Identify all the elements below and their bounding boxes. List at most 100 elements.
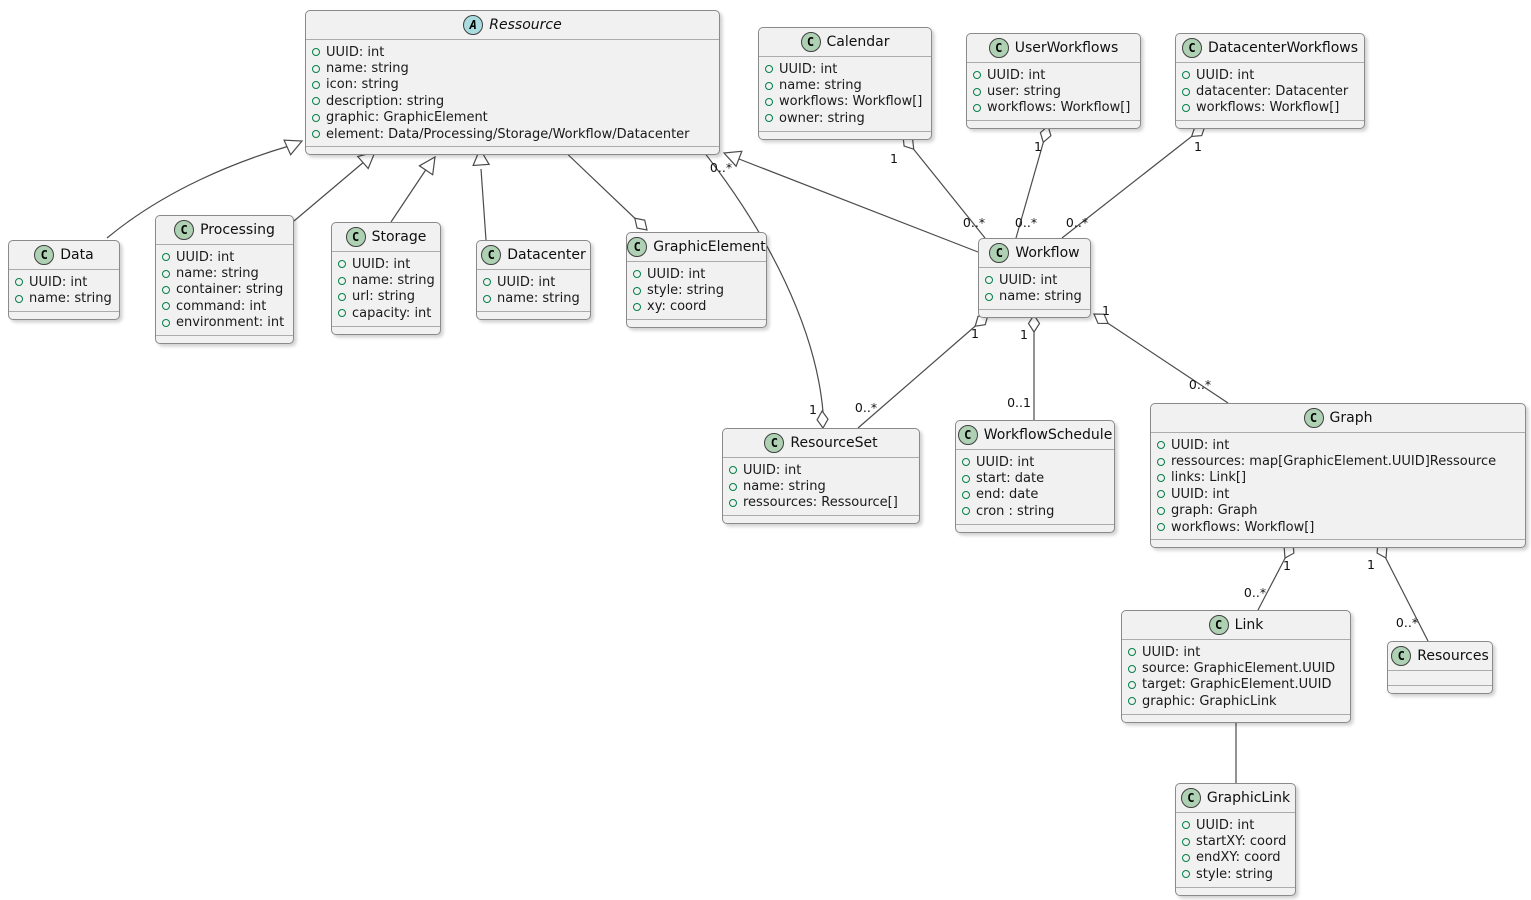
class-spot-icon: C [1303,408,1324,428]
field-visibility-icon [338,260,346,269]
field-visibility-icon [162,318,170,327]
attribute-text: source: GraphicElement.UUID [1142,661,1336,677]
edge-datacenterworkflows-workflow: 10..* [1061,125,1206,239]
attribute-text: UUID: int [29,274,88,290]
attribute: UUID: int [312,44,711,60]
field-visibility-icon [1128,697,1136,706]
field-visibility-icon [312,80,320,89]
multiplicity-label: 1 [1020,327,1028,342]
attribute: user: string [973,83,1132,99]
class-header: C DatacenterWorkflows [1176,34,1364,63]
class-spot-icon: C [800,32,821,52]
attribute: UUID: int [162,249,285,265]
field-visibility-icon [973,71,981,80]
attribute-text: workflows: Workflow[] [1171,519,1315,535]
field-visibility-icon [338,292,346,301]
class-name: Datacenter [507,247,586,263]
attribute-text: UUID: int [1171,437,1230,453]
attribute: style: string [1182,866,1287,882]
attribute-text: name: string [176,266,259,282]
multiplicity-label: 0..* [1244,585,1266,600]
class-methods-compartment-empty [967,121,1140,128]
class-methods-compartment-empty [156,336,293,343]
field-visibility-icon [162,269,170,278]
class-methods-compartment-empty [1388,686,1492,693]
edge-workflow-graph: 10..* [1093,303,1229,404]
generalization-arrowhead-icon [722,150,743,168]
attribute-text: ressources: Ressource[] [743,495,898,511]
attribute: start: date [962,470,1106,486]
class-header: C Resources [1388,642,1492,671]
class-spot-icon: C [345,227,366,247]
attribute: capacity: int [338,305,432,321]
field-visibility-icon [962,490,970,499]
attribute: graphic: GraphicElement [312,110,711,126]
class-methods-compartment-empty [1122,715,1350,722]
class-methods-compartment-empty [1151,540,1525,547]
edge-userworkflows-workflow: 10..* [1015,124,1052,239]
generalization-line [106,145,290,239]
field-visibility-icon [1157,441,1165,450]
attribute: graph: Graph [1157,503,1517,519]
field-visibility-icon [1157,506,1165,515]
attribute: UUID: int [1157,437,1517,453]
field-visibility-icon [312,130,320,139]
class-spot-icon: C [764,433,785,453]
aggregation-diamond-icon [1093,313,1110,325]
attribute-text: startXY: coord [1196,834,1287,850]
edge-processing-ressource [293,151,377,222]
attribute-text: links: Link[] [1171,470,1247,486]
attribute: links: Link[] [1157,470,1517,486]
class-spot-icon: C [957,425,978,445]
class-header: C Processing [156,216,293,245]
attribute: UUID: int [483,274,582,290]
attribute-text: datacenter: Datacenter [1196,84,1349,100]
generalization-line [390,167,428,223]
class-name: Calendar [826,34,890,50]
class-header: C Datacenter [477,241,590,270]
attribute-text: start: date [976,471,1045,487]
attribute: owner: string [765,110,923,126]
attribute-text: cron : string [976,503,1055,519]
field-visibility-icon [162,285,170,294]
field-visibility-icon [1157,457,1165,466]
class-header: C GraphicLink [1176,784,1295,813]
class-methods-compartment-empty [979,310,1090,317]
attribute: icon: string [312,77,711,93]
class-name: Processing [200,222,275,238]
attribute-text: style: string [647,283,725,299]
class-methods-compartment-empty [306,147,719,154]
attribute-text: UUID: int [1196,67,1255,83]
field-visibility-icon [15,294,23,303]
class-header: C UserWorkflows [967,34,1140,63]
class-name: ResourceSet [790,435,878,451]
class-spot-icon: C [1208,615,1229,635]
field-visibility-icon [633,302,641,311]
field-visibility-icon [312,64,320,73]
field-visibility-icon [312,97,320,106]
class-methods-compartment-empty [627,320,766,327]
attribute-text: xy: coord [647,299,707,315]
attribute-text: icon: string [326,77,399,93]
edge-workflow-workflowschedule: 10..1 [1007,313,1041,420]
multiplicity-label: 1 [1102,303,1110,318]
aggregation-line [1377,542,1429,642]
class-name: Resources [1417,648,1489,664]
multiplicity-label: 1 [1194,139,1202,154]
class-methods-compartment-empty [956,525,1114,532]
class-header: A Ressource [306,11,719,40]
multiplicity-label: 1 [809,402,817,417]
attribute-text: name: string [779,78,862,94]
attribute-text: name: string [999,289,1082,305]
